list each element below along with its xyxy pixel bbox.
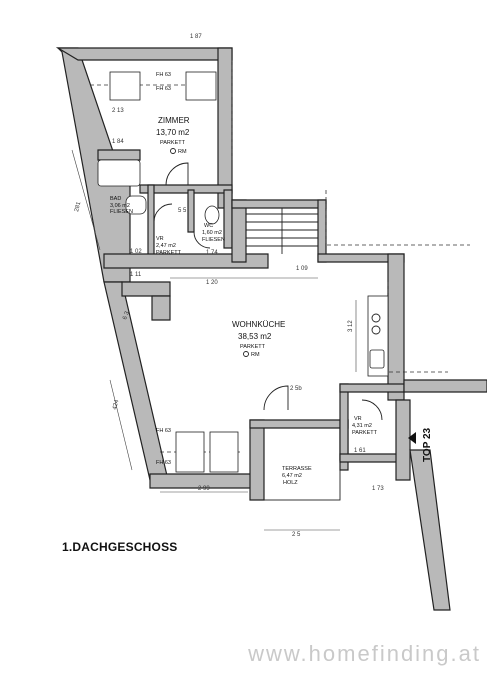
room-marker-wohnkueche: RM xyxy=(251,352,260,358)
wall-stair-left xyxy=(231,199,247,263)
dim-text-9: 1 02 xyxy=(130,249,142,255)
door-terrace xyxy=(263,385,289,411)
dim-text-0: 281 xyxy=(74,201,82,213)
wall-wc-right xyxy=(223,189,233,249)
floor-title: 1.DACHGESCHOSS xyxy=(62,540,178,554)
dim-text-4: 2 5 xyxy=(292,532,301,538)
room-area-zimmer: 13,70 m2 xyxy=(156,128,190,137)
hob-1 xyxy=(371,313,381,323)
wall-ext-right-2 xyxy=(403,379,487,393)
dim-text-6: 5 5 xyxy=(178,208,187,214)
wall-vr-bottom xyxy=(339,453,405,463)
dim-text-17: 2 5b xyxy=(290,386,302,392)
door-entrance xyxy=(361,399,383,421)
room-floor-wohnkueche: PARKETT xyxy=(240,344,266,350)
room-area-vr-1: 2,47 m2 xyxy=(156,243,176,249)
dim-line-left-upper xyxy=(71,149,101,251)
room-name-vr-2: VR xyxy=(354,416,362,422)
window-label-3: FH 63 xyxy=(156,428,171,434)
door-wc xyxy=(193,231,211,249)
dim-text-16: 6 3 xyxy=(122,310,131,321)
dim-text-11: 2 13 xyxy=(112,108,124,114)
window-label-1: FH 63 xyxy=(156,72,171,78)
room-area-terrasse: 6,47 m2 xyxy=(282,473,302,479)
wall-terrace-top xyxy=(249,419,349,429)
unit-label: TOP 23 xyxy=(422,427,433,462)
dim-text-1: 424 xyxy=(112,399,120,411)
room-name-bad: BAD xyxy=(110,196,121,202)
door-zimmer xyxy=(165,162,189,186)
dim-text-3: 2 99 xyxy=(198,486,210,492)
window-label-4: FH 63 xyxy=(156,460,171,466)
washbasin xyxy=(125,195,147,215)
dashed-roof-right xyxy=(325,190,470,246)
room-marker-zimmer: RM xyxy=(178,149,187,155)
wall-vr-top xyxy=(339,383,405,393)
room-name-terrasse: TERRASSE xyxy=(282,466,312,472)
roof-window-living-1 xyxy=(175,431,205,473)
roof-window-zimmer-2 xyxy=(185,71,217,101)
dim-text-5: 1 20 xyxy=(206,280,218,286)
room-floor-vr-1: PARKETT xyxy=(156,250,182,256)
room-marker-wohnkueche-icon xyxy=(243,351,249,357)
wall-bath-bottom xyxy=(103,253,269,269)
door-bath xyxy=(153,203,173,223)
room-floor-vr-2: PARKETT xyxy=(352,430,378,436)
room-name-wc: WC xyxy=(204,223,213,229)
wall-zimmer-bottom xyxy=(97,149,141,161)
kitchen-sink xyxy=(369,349,385,369)
window-label-2: FH 63 xyxy=(156,86,171,92)
wall-terrace-left xyxy=(249,419,265,501)
wall-stair-right xyxy=(317,199,327,263)
room-floor-bad: FLIESEN xyxy=(110,209,133,215)
terrace-floor xyxy=(263,427,341,501)
roof-window-zimmer-1 xyxy=(109,71,141,101)
toilet xyxy=(204,205,220,225)
entrance-arrow-icon xyxy=(408,432,416,444)
dim-text-7: 1 74 xyxy=(206,250,218,256)
dim-text-10: 1 09 xyxy=(296,266,308,272)
wall-bath-right xyxy=(147,184,155,263)
room-floor-terrasse: HOLZ xyxy=(283,480,298,486)
dim-line-left-lower xyxy=(109,379,133,471)
wall-top xyxy=(55,47,233,61)
watermark: www.homefinding.at xyxy=(248,641,481,666)
wall-stair-top xyxy=(231,199,327,209)
dim-text-15: 1 87 xyxy=(190,34,202,40)
dim-text-12: 1 84 xyxy=(112,139,124,145)
wall-vr-left xyxy=(339,383,349,461)
wall-ext-right-1 xyxy=(395,399,411,481)
room-area-wohnkueche: 38,53 m2 xyxy=(238,332,272,341)
room-name-vr-1: VR xyxy=(156,236,164,242)
room-marker-zimmer-icon xyxy=(170,148,176,154)
wall-wc-left xyxy=(187,189,195,233)
dim-text-8: 1 11 xyxy=(130,272,142,278)
wall-ext-right-3 xyxy=(409,449,451,611)
dim-text-2: 3 12 xyxy=(348,320,354,332)
stair-treads xyxy=(246,208,318,254)
wall-zimmer-right xyxy=(217,47,233,209)
dim-text-14: 1 73 xyxy=(372,486,384,492)
wall-living-jog2 xyxy=(151,295,171,321)
room-name-zimmer: ZIMMER xyxy=(158,116,190,125)
room-area-wc: 1,60 m2 xyxy=(202,230,222,236)
room-floor-zimmer: PARKETT xyxy=(160,140,186,146)
room-area-vr-2: 4,31 m2 xyxy=(352,423,372,429)
hob-2 xyxy=(371,325,381,335)
bathtub xyxy=(97,159,141,187)
room-area-bad: 3,06 m2 xyxy=(110,203,130,209)
wall-living-jog xyxy=(121,281,171,297)
room-name-wohnkueche: WOHNKÜCHE xyxy=(232,320,285,329)
room-floor-wc: FLIESEN xyxy=(202,237,225,243)
roof-window-living-2 xyxy=(209,431,239,473)
wall-right xyxy=(387,253,405,401)
dim-text-13: 1 61 xyxy=(354,448,366,454)
